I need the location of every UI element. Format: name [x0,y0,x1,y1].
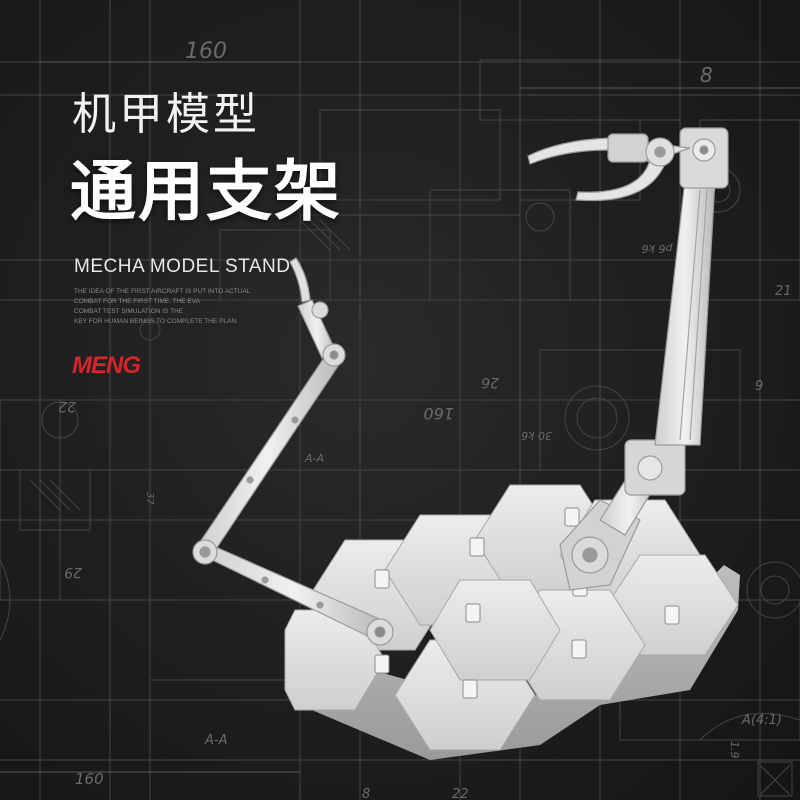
right-arm [527,127,729,591]
blueprint-dim-label: 22 [58,398,76,414]
blueprint-dim-label: 26 [481,374,499,390]
headline-line-2: 通用支架 [70,153,342,230]
blueprint-dim-label: 8 [700,63,713,87]
blueprint-dim-label: 29 [64,564,82,580]
blueprint-dim-label: 160 [423,404,454,423]
description-line: COMBAT FOR THE FIRST TIME. THE EVA [74,298,200,305]
blueprint-dim-label: 37 [144,492,155,505]
blueprint-detail-label: A(4:1) [741,713,782,728]
blueprint-dim-label: 8 [362,787,370,800]
product-description: THE IDEA OF THE FIRST AIRCRAFT IS PUT IN… [74,287,294,327]
blueprint-dim-label: 21 [775,284,792,299]
blueprint-section-label: A-A [304,452,324,465]
logo-text: MENG [72,352,141,379]
description-line: THE IDEA OF THE FIRST AIRCRAFT IS PUT IN… [74,288,251,295]
blueprint-dim-label: 1.9 [728,741,741,759]
left-arm [192,257,394,646]
description-line: COMBAT TEST SIMULATION IS THE [74,308,184,315]
description-line: KEY FOR HUMAN BEINGS TO COMPLETE THE PLA… [74,318,238,325]
blueprint-dim-label: 160 [75,770,104,788]
blueprint-dim-label: 9 [755,379,763,394]
blueprint-section-label: A-A [204,733,227,748]
blueprint-dim-label: 30 k6 [521,429,552,442]
headline-line-1: 机甲模型 [72,89,260,140]
blueprint-dim-label: 160 [185,39,227,64]
hex-base [284,484,740,760]
base-pegs [374,507,680,699]
headline-english: MECHA MODEL STAND [74,256,291,277]
blueprint-dim-label: 22 [452,787,469,800]
meng-logo: MENG [72,352,176,379]
